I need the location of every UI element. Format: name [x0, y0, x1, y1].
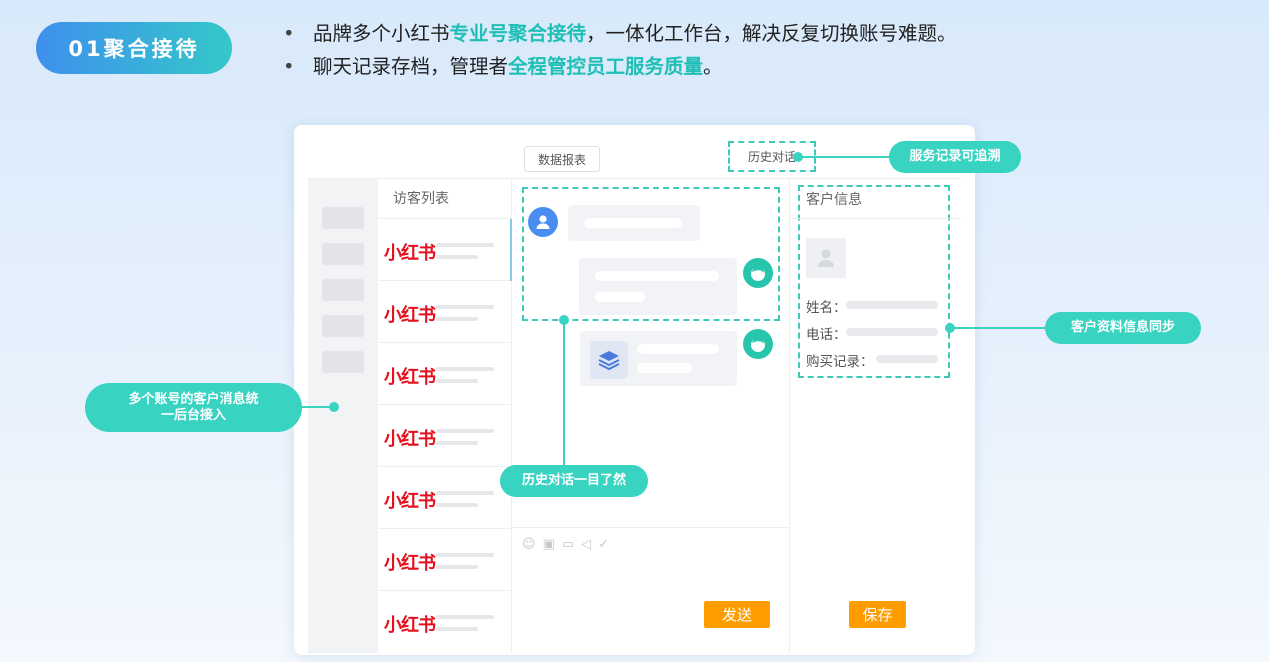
- agent-icon: [743, 258, 773, 288]
- section-badge: 01聚合接待: [36, 22, 232, 74]
- connector-line: [798, 156, 890, 158]
- callout-multi-accounts: 多个账号的客户消息统 一后台接入: [85, 383, 302, 432]
- message-bubble: [579, 258, 737, 315]
- visitor-list: 访客列表 小红书 小红书 小红书 小红书 小红书 小红书 小红书: [378, 179, 512, 653]
- callout-history-trace: 服务记录可追溯: [889, 141, 1021, 173]
- list-item[interactable]: 小红书: [378, 343, 511, 405]
- list-item[interactable]: 小红书: [378, 405, 511, 467]
- customer-info-panel: 客户信息 姓名： 电话： 购买记录： 保存: [790, 179, 961, 653]
- bullet-item: •品牌多个小红书专业号聚合接待，一体化工作台，解决反复切换账号难题。: [283, 22, 957, 45]
- product-card[interactable]: [580, 331, 737, 386]
- divider: [790, 218, 961, 219]
- tab-data-report[interactable]: 数据报表: [524, 146, 600, 172]
- xiaohongshu-logo: 小红书: [384, 615, 436, 636]
- connector-dot: [329, 402, 339, 412]
- xiaohongshu-logo: 小红书: [384, 243, 436, 264]
- info-highlight-box: [798, 185, 950, 378]
- connector-line: [563, 320, 565, 467]
- agent-icon: [743, 329, 773, 359]
- name-value: [846, 301, 938, 309]
- list-item[interactable]: 小红书: [378, 281, 511, 343]
- list-item[interactable]: 小红书: [378, 591, 511, 653]
- purchase-value: [876, 355, 938, 363]
- app-window: 数据报表 历史对话 访客列表 小红书 小红书 小红书 小红书 小红书: [294, 125, 975, 655]
- message-bubble: [568, 205, 700, 241]
- thumbs-up-icon[interactable]: ✓: [598, 537, 610, 552]
- connector-dot: [793, 152, 803, 162]
- callout-customer-sync: 客户资料信息同步: [1045, 312, 1201, 344]
- name-label: 姓名：: [806, 300, 847, 316]
- divider: [512, 527, 789, 528]
- rail-item[interactable]: [322, 315, 364, 337]
- history-highlight-box: [522, 187, 780, 321]
- connector-line: [950, 327, 1046, 329]
- left-rail: [308, 179, 378, 653]
- user-icon: [528, 207, 558, 237]
- xiaohongshu-logo: 小红书: [384, 305, 436, 326]
- rail-item[interactable]: [322, 207, 364, 229]
- rail-item[interactable]: [322, 243, 364, 265]
- audio-icon[interactable]: ◁: [581, 537, 592, 552]
- visitor-list-title: 访客列表: [378, 179, 511, 219]
- top-bar: 数据报表 历史对话: [308, 137, 961, 179]
- xiaohongshu-logo: 小红书: [384, 429, 436, 450]
- video-icon[interactable]: ▭: [561, 537, 575, 552]
- emoji-icon[interactable]: ☺: [522, 537, 536, 552]
- phone-label: 电话：: [806, 327, 847, 343]
- connector-dot: [945, 323, 955, 333]
- callout-history-glance: 历史对话一目了然: [500, 465, 648, 497]
- feature-bullets: •品牌多个小红书专业号聚合接待，一体化工作台，解决反复切换账号难题。 •聊天记录…: [283, 19, 957, 85]
- chat-toolbar: ☺ ▣ ▭ ◁ ✓: [522, 537, 609, 552]
- list-item[interactable]: 小红书: [378, 219, 512, 281]
- connector-line: [300, 406, 336, 408]
- bullet-item: •聊天记录存档，管理者全程管控员工服务质量。: [283, 55, 723, 78]
- image-icon[interactable]: ▣: [542, 537, 555, 552]
- list-item[interactable]: 小红书: [378, 467, 511, 529]
- bullet-highlight: 专业号聚合接待: [449, 22, 587, 45]
- rail-item[interactable]: [322, 279, 364, 301]
- chat-panel: ☺ ▣ ▭ ◁ ✓ 发送: [512, 179, 790, 653]
- rail-item[interactable]: [322, 351, 364, 373]
- xiaohongshu-logo: 小红书: [384, 367, 436, 388]
- layers-icon: [590, 341, 628, 379]
- purchase-label: 购买记录：: [806, 354, 874, 370]
- customer-info-title: 客户信息: [806, 192, 862, 208]
- phone-value: [846, 328, 938, 336]
- xiaohongshu-logo: 小红书: [384, 553, 436, 574]
- send-button[interactable]: 发送: [704, 601, 770, 628]
- list-item[interactable]: 小红书: [378, 529, 511, 591]
- xiaohongshu-logo: 小红书: [384, 491, 436, 512]
- customer-avatar-icon: [806, 238, 846, 278]
- save-button[interactable]: 保存: [849, 601, 906, 628]
- bullet-highlight: 全程管控员工服务质量: [508, 55, 704, 78]
